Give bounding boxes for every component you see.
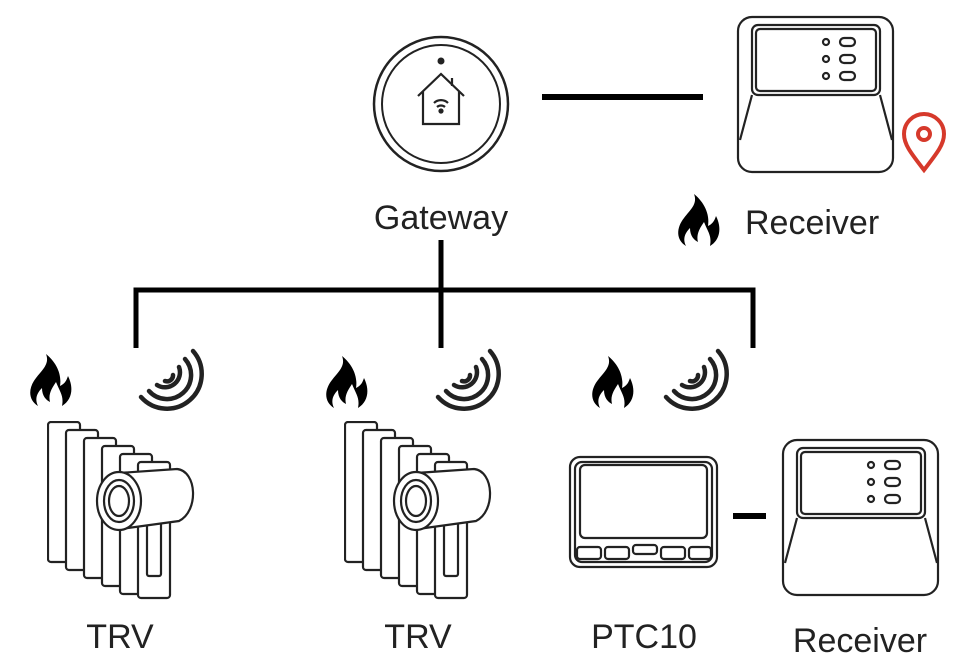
receiver-top-device (736, 15, 895, 174)
flame-icon (678, 194, 720, 246)
wireless-signal-icon (438, 351, 499, 409)
connection-tree (133, 240, 756, 348)
trv-1-device (47, 421, 195, 600)
wireless-signal-icon (666, 351, 727, 409)
receiver-bottom-label: Receiver (793, 622, 927, 657)
trv-2-label: TRV (384, 618, 452, 656)
flame-icon (30, 354, 72, 406)
location-pin-icon (901, 112, 947, 174)
gateway-device (372, 35, 510, 173)
receiver-bottom-device (781, 438, 940, 597)
flame-icon (592, 356, 634, 408)
home-wifi-icon (417, 72, 465, 126)
trv-1-label: TRV (86, 618, 154, 656)
gateway-label: Gateway (374, 199, 508, 237)
flame-icon (326, 356, 368, 408)
ptc10-label: PTC10 (591, 618, 697, 656)
trv-2-device (344, 421, 492, 600)
receiver-top-label: Receiver (745, 204, 879, 242)
wireless-signal-icon (141, 351, 202, 409)
ptc10-device (568, 455, 719, 569)
